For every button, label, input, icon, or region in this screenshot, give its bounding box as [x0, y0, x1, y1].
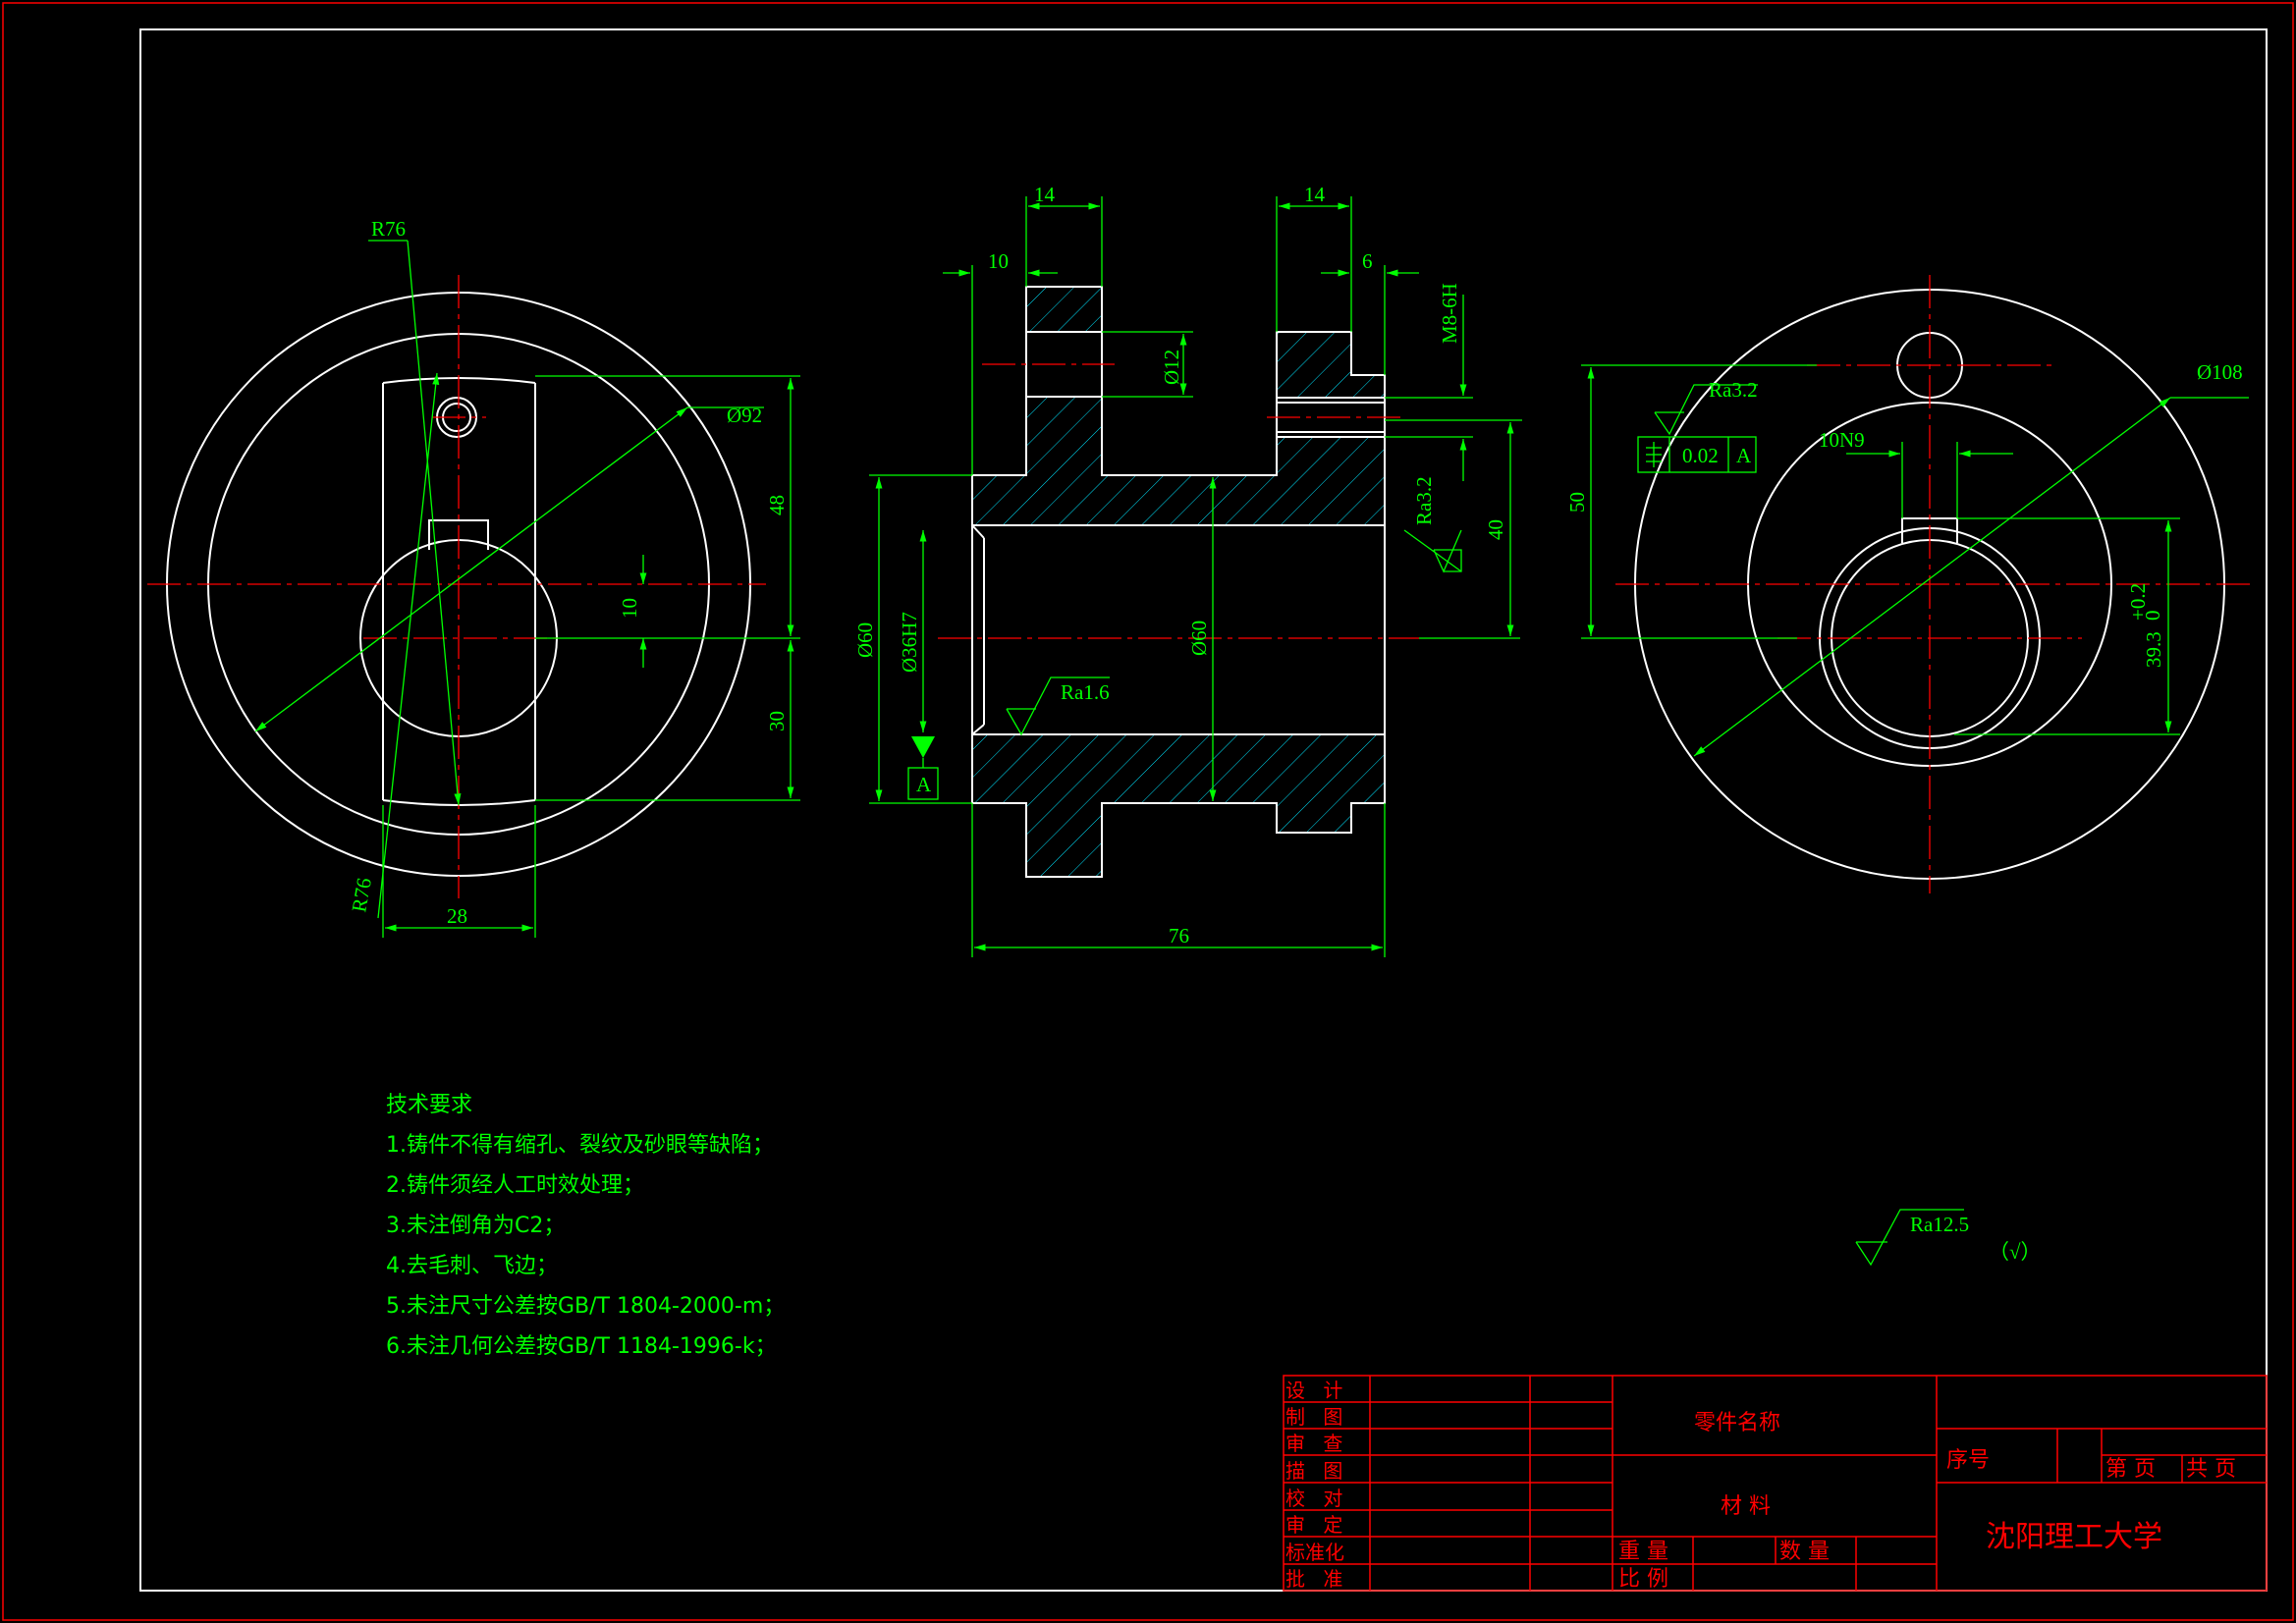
sec-d60-inner-label: Ø60 — [1187, 621, 1211, 656]
front-view: R76 R76 Ø92 48 10 30 28 — [147, 217, 800, 938]
side-393-up-label: +0.2 — [2126, 583, 2150, 621]
tb-scale: 比 例 — [1618, 1567, 1668, 1592]
tb-row-approve-review: 审 定 — [1285, 1513, 1348, 1537]
front-r76-bottom-label: R76 — [347, 876, 376, 914]
tb-quantity: 数 量 — [1779, 1540, 1830, 1564]
sec-76-label: 76 — [1169, 924, 1189, 947]
tb-university: 沈阳理工大学 — [1986, 1520, 2162, 1554]
tb-row-proof: 校 对 — [1285, 1487, 1348, 1510]
sec-ra32-label: Ra3.2 — [1412, 476, 1436, 525]
side-10n9-label: 10N9 — [1819, 428, 1865, 452]
sec-d36h7-label: Ø36H7 — [898, 612, 921, 673]
front-10-label: 10 — [618, 598, 641, 619]
tech-req-item-1: 1.铸件不得有缩孔、裂纹及砂眼等缺陷； — [386, 1133, 774, 1158]
tech-req-title: 技术要求 — [386, 1093, 472, 1117]
side-tol-label: 0.02 — [1682, 444, 1719, 467]
side-view: Ra3.2 0.02 A 10N9 Ø108 50 39.3 +0.2 0 — [1565, 275, 2254, 893]
surface-finish-note: Ra12.5 （√） — [1855, 1209, 2042, 1267]
tech-req-item-5: 5.未注尺寸公差按GB/T 1804-2000-m； — [386, 1294, 785, 1319]
sec-d12-label: Ø12 — [1160, 350, 1183, 385]
tb-row-design: 设 计 — [1285, 1379, 1348, 1402]
sec-m8-label: M8-6H — [1438, 283, 1461, 344]
tb-sheet: 第 页 — [2105, 1457, 2156, 1482]
section-outline — [971, 286, 1386, 878]
tb-material: 材 料 — [1721, 1494, 1771, 1519]
tb-total: 共 页 — [2186, 1457, 2236, 1482]
tech-req-item-6: 6.未注几何公差按GB/T 1184-1996-k； — [386, 1334, 777, 1359]
front-r76-top-label: R76 — [371, 217, 406, 241]
front-48-label: 48 — [765, 495, 789, 515]
tolerance-frame — [1637, 436, 1757, 473]
sec-40-label: 40 — [1484, 519, 1507, 540]
side-d108-label: Ø108 — [2197, 360, 2243, 384]
front-28-label: 28 — [447, 904, 467, 928]
tech-req-item-3: 3.未注倒角为C2； — [386, 1214, 565, 1238]
surface-finish-value: Ra12.5 — [1910, 1213, 1969, 1236]
tech-req-item-2: 2.铸件须经人工时效处理； — [386, 1173, 644, 1198]
inner-frame — [139, 28, 2268, 1592]
side-ra32-label: Ra3.2 — [1709, 378, 1758, 402]
sec-6-label: 6 — [1362, 249, 1373, 273]
datum-a-label: A — [916, 773, 932, 796]
side-393-label: 39.3 — [2142, 631, 2165, 668]
sec-ra16-label: Ra1.6 — [1061, 680, 1110, 704]
tb-serial: 序号 — [1946, 1448, 1990, 1473]
sec-14-left-label: 14 — [1034, 183, 1056, 206]
side-50-label: 50 — [1565, 492, 1589, 513]
title-block: 设 计 制 图 审 查 描 图 校 对 审 定 标准化 批 准 零件名称 材 料… — [1283, 1375, 2268, 1592]
tb-row-draw: 制 图 — [1285, 1405, 1348, 1429]
sec-10-label: 10 — [988, 249, 1009, 273]
tb-part-name: 零件名称 — [1694, 1411, 1780, 1435]
tb-row-trace: 描 图 — [1285, 1459, 1348, 1483]
sec-14-right-label: 14 — [1304, 183, 1326, 206]
datum-a-box — [907, 767, 939, 800]
tb-row-standard: 标准化 — [1285, 1541, 1344, 1564]
front-d92-label: Ø92 — [727, 404, 762, 427]
surface-finish-paren: （√） — [1989, 1240, 2042, 1264]
tech-requirements: 技术要求 1.铸件不得有缩孔、裂纹及砂眼等缺陷； 2.铸件须经人工时效处理； 3… — [386, 1093, 785, 1359]
front-30-label: 30 — [765, 711, 789, 731]
sec-d60-outer-label: Ø60 — [853, 622, 877, 658]
section-view: 14 14 10 6 Ø12 M8-6H Ra3.2 40 Ø60 Ø36H7 … — [853, 183, 1522, 957]
tb-row-approve: 批 准 — [1285, 1567, 1348, 1591]
side-tol-datum-label: A — [1736, 444, 1752, 467]
tb-weight: 重 量 — [1618, 1540, 1668, 1564]
tech-req-item-4: 4.去毛刺、飞边； — [386, 1254, 558, 1278]
tb-row-check: 审 查 — [1285, 1432, 1348, 1455]
side-393-low-label: 0 — [2141, 611, 2164, 622]
